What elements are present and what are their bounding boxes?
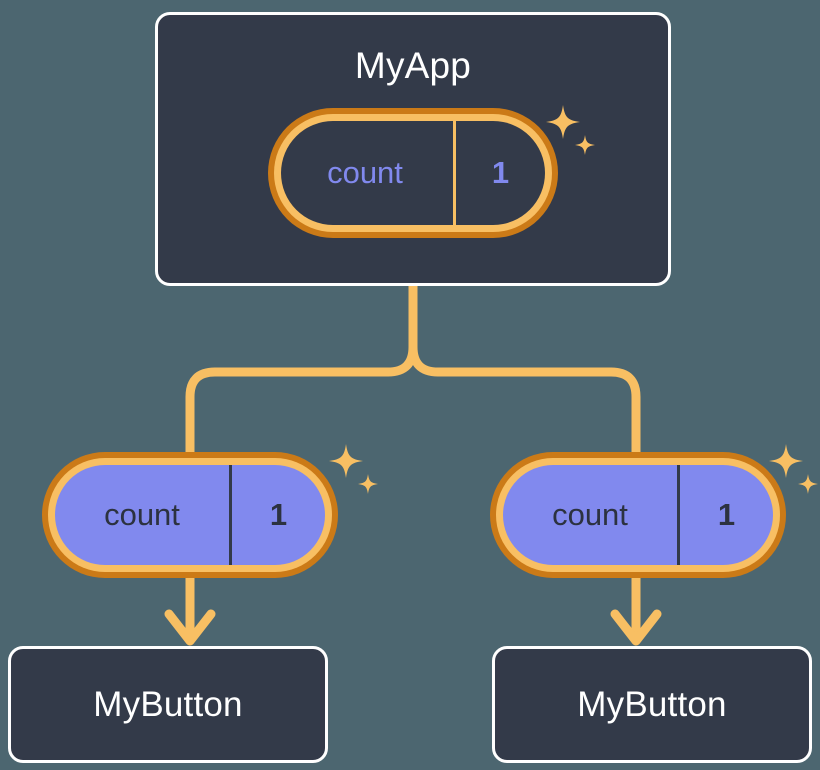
state-value: 1 bbox=[677, 465, 773, 565]
component-label-mybutton: MyButton bbox=[577, 684, 727, 724]
state-pill-body: count 1 bbox=[503, 465, 773, 565]
state-pill-ring: count 1 bbox=[48, 458, 332, 572]
state-pill-root[interactable]: count 1 bbox=[268, 108, 558, 238]
state-pill-ring: count 1 bbox=[496, 458, 780, 572]
state-key: count bbox=[327, 155, 403, 190]
state-pill-child-left[interactable]: count 1 bbox=[42, 452, 338, 578]
down-arrow-icon bbox=[610, 573, 662, 646]
component-label-mybutton: MyButton bbox=[93, 684, 243, 724]
state-value: 1 bbox=[453, 121, 545, 225]
state-pill-ring: count 1 bbox=[274, 114, 552, 232]
state-value: 1 bbox=[229, 465, 325, 565]
state-pill-body: count 1 bbox=[55, 465, 325, 565]
state-key: count bbox=[552, 497, 628, 532]
branch-connector bbox=[408, 281, 641, 457]
state-key: count bbox=[104, 497, 180, 532]
down-arrow-icon bbox=[164, 573, 216, 646]
component-card-mybutton-right[interactable]: MyButton bbox=[492, 646, 812, 763]
state-pill-child-right[interactable]: count 1 bbox=[490, 452, 786, 578]
component-card-mybutton-left[interactable]: MyButton bbox=[8, 646, 328, 763]
branch-connector bbox=[185, 281, 418, 457]
component-label-myapp: MyApp bbox=[354, 45, 472, 86]
state-pill-body: count 1 bbox=[281, 121, 545, 225]
